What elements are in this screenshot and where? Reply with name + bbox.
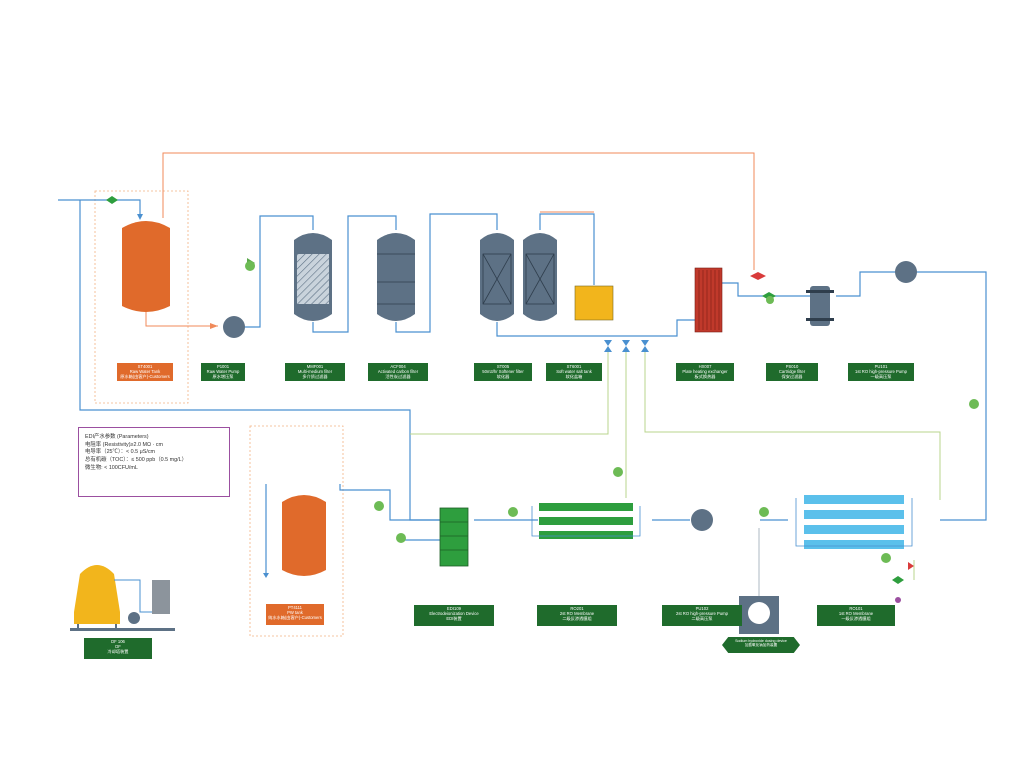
label-first-hp-pump: PU101 1st RO high-pressure Pump 一级高压泵: [848, 363, 914, 381]
drain-valve-icon-2: [892, 576, 904, 584]
parameter-conductivity: 电导率（25℃）：< 0.5 μS/cm: [85, 449, 156, 456]
label-second-ro-membrane: RO201 2st RO Membrane 二级反渗透膜组: [537, 605, 617, 626]
parameter-toc: 总有机碳（TOC）：≤ 500 ppb（0.5 mg/L）: [85, 457, 188, 464]
activated-carbon-filter: [377, 233, 415, 321]
label-softener-filter: ST005 50m3/hr Softener filter 软化器: [474, 363, 532, 381]
label-activated-carbon-filter: ACF004 Activated carbon filter 活性炭过滤器: [368, 363, 428, 381]
edi-device: [439, 507, 469, 567]
pressure-gauge-icon-6: [508, 507, 518, 517]
sample-point-icon: [895, 597, 901, 603]
parameters-title: EDI产水参数 (Parameters): [85, 434, 149, 440]
pressure-gauge-icon: [245, 261, 255, 271]
label-pw-tank: PT4111 PW tank 纯水水箱(由客户)-Customers: [266, 604, 324, 625]
label-raw-water-tank: ST4001 Raw Water Tank 原水箱(由客户)-Customers: [117, 363, 173, 381]
cooling-tower: [70, 565, 175, 631]
pressure-gauge-icon-4: [881, 553, 891, 563]
pressure-gauge-icon-5: [759, 507, 769, 517]
softener-filter-a: [480, 233, 514, 321]
second-hp-pump: [691, 509, 713, 531]
raw-water-pump: [223, 316, 245, 338]
parameter-resistivity: 电阻率 (Resistivity)≥2.0 MΩ · cm: [85, 441, 163, 448]
pw-tank: [282, 495, 326, 576]
edi-parameters-box: EDI产水参数 (Parameters) 电阻率 (Resistivity)≥2…: [78, 427, 230, 497]
second-ro-membrane: [531, 503, 641, 539]
check-valve-icons: [604, 340, 649, 352]
raw-water-group-box: [94, 190, 189, 404]
label-raw-water-pump: P1001 Raw Water Pump 原水增压泵: [201, 363, 245, 381]
first-ro-membrane: [795, 495, 913, 549]
label-first-ro-membrane: RO101 1st RO Membrane 一级反渗透膜组: [817, 605, 895, 626]
flow-arrows-blue: [137, 214, 269, 578]
label-cartridge-filter: PS010 Cartridge filter 保安过滤器: [766, 363, 818, 381]
label-edi-device: EDI109 Electrodeionization Device EDI装置: [414, 605, 494, 626]
label-cooling-tower: DF 106 DF 冷却塔装置: [84, 638, 152, 659]
pw-tank-group-box: [249, 425, 344, 637]
pressure-gauge-icon-9: [396, 533, 406, 543]
orange-pipes: [145, 152, 755, 327]
parameter-microbes: 微生物: < 100CFU/mL: [85, 464, 138, 471]
first-hp-pump: [895, 261, 917, 283]
label-naoh-dosing-device: Sodium hydroxide dosing device 加氢氧化钠加药装置: [722, 637, 800, 653]
cartridge-filter: [806, 286, 834, 326]
pressure-gauge-icon-8: [374, 501, 384, 511]
plate-heat-exchanger: [694, 267, 723, 333]
flow-arrows: [210, 323, 218, 329]
label-second-hp-pump: PU102 2st RO high-pressure Pump 二级高压泵: [662, 605, 742, 626]
pressure-gauge-icon-7: [613, 467, 623, 477]
pressure-gauge-icon-2: [766, 296, 774, 304]
green-pipes: [410, 352, 941, 580]
softener-filter-b: [523, 233, 557, 321]
label-plate-heat-exchanger: HX007 Plate heating exchanger 板式换热器: [676, 363, 734, 381]
label-multi-medium-filter: MMF001 Multi-medium filter 多介质过滤器: [285, 363, 345, 381]
pressure-gauge-icon-3: [969, 399, 979, 409]
blue-pipes: [58, 199, 987, 575]
inlet-valve-icon: [106, 196, 118, 204]
raw-water-tank: [122, 221, 170, 312]
control-valve-icon: [750, 272, 766, 280]
naoh-dosing-device: [739, 528, 779, 634]
soft-water-salt-tank: [574, 285, 614, 321]
label-soft-water-salt-tank: ST6001 Soft water salt tank 软化盐箱: [546, 363, 602, 381]
multi-medium-filter: [294, 233, 332, 321]
drain-valve-icon: [908, 562, 914, 570]
